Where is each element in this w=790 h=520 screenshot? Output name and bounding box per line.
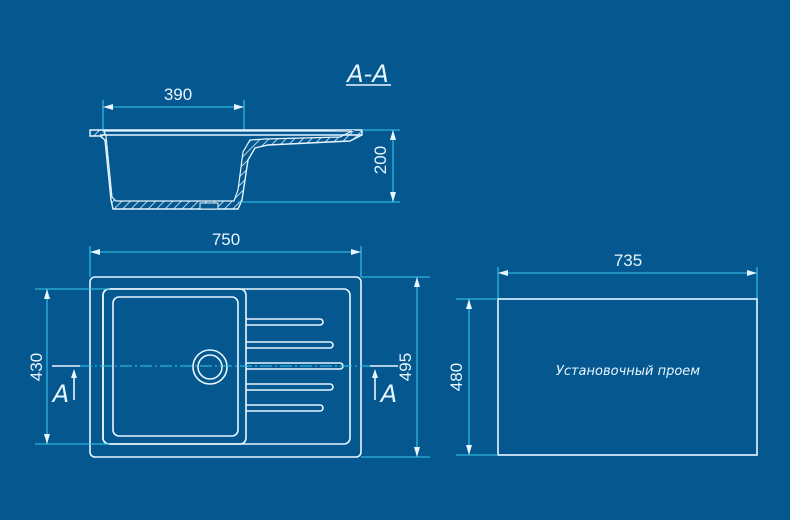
groove (246, 318, 324, 326)
dim-495: 495 (396, 353, 415, 381)
groove (246, 404, 324, 412)
drainboard-grooves (246, 318, 344, 412)
cutout-view: 735 480 Установочный проем (447, 251, 758, 456)
dim-430: 430 (27, 353, 46, 381)
dim-735: 735 (614, 251, 642, 270)
dim-480: 480 (447, 363, 466, 391)
drain-opening (199, 202, 219, 210)
section-view: A-A 390 200 (89, 60, 400, 210)
dim-390: 390 (164, 85, 192, 104)
section-title: A-A (345, 60, 389, 88)
dim-200: 200 (371, 146, 390, 174)
plan-view: 750 A A 430 495 (27, 230, 430, 458)
section-letter-right: A (379, 380, 397, 408)
drain-outer-ring (192, 349, 228, 385)
section-letter-left: A (51, 380, 69, 408)
cutout-rect (497, 298, 758, 456)
groove (246, 383, 334, 391)
sink-outline (89, 276, 362, 458)
bowl-bottom (112, 296, 239, 437)
dim-750: 750 (212, 230, 240, 249)
cutout-label: Установочный проем (556, 364, 700, 379)
arrow-up-icon (372, 369, 378, 378)
arrow-up-icon (71, 369, 77, 378)
groove (246, 341, 334, 349)
sink-bowl-interior (103, 130, 353, 202)
drain-inner-ring (197, 354, 223, 380)
